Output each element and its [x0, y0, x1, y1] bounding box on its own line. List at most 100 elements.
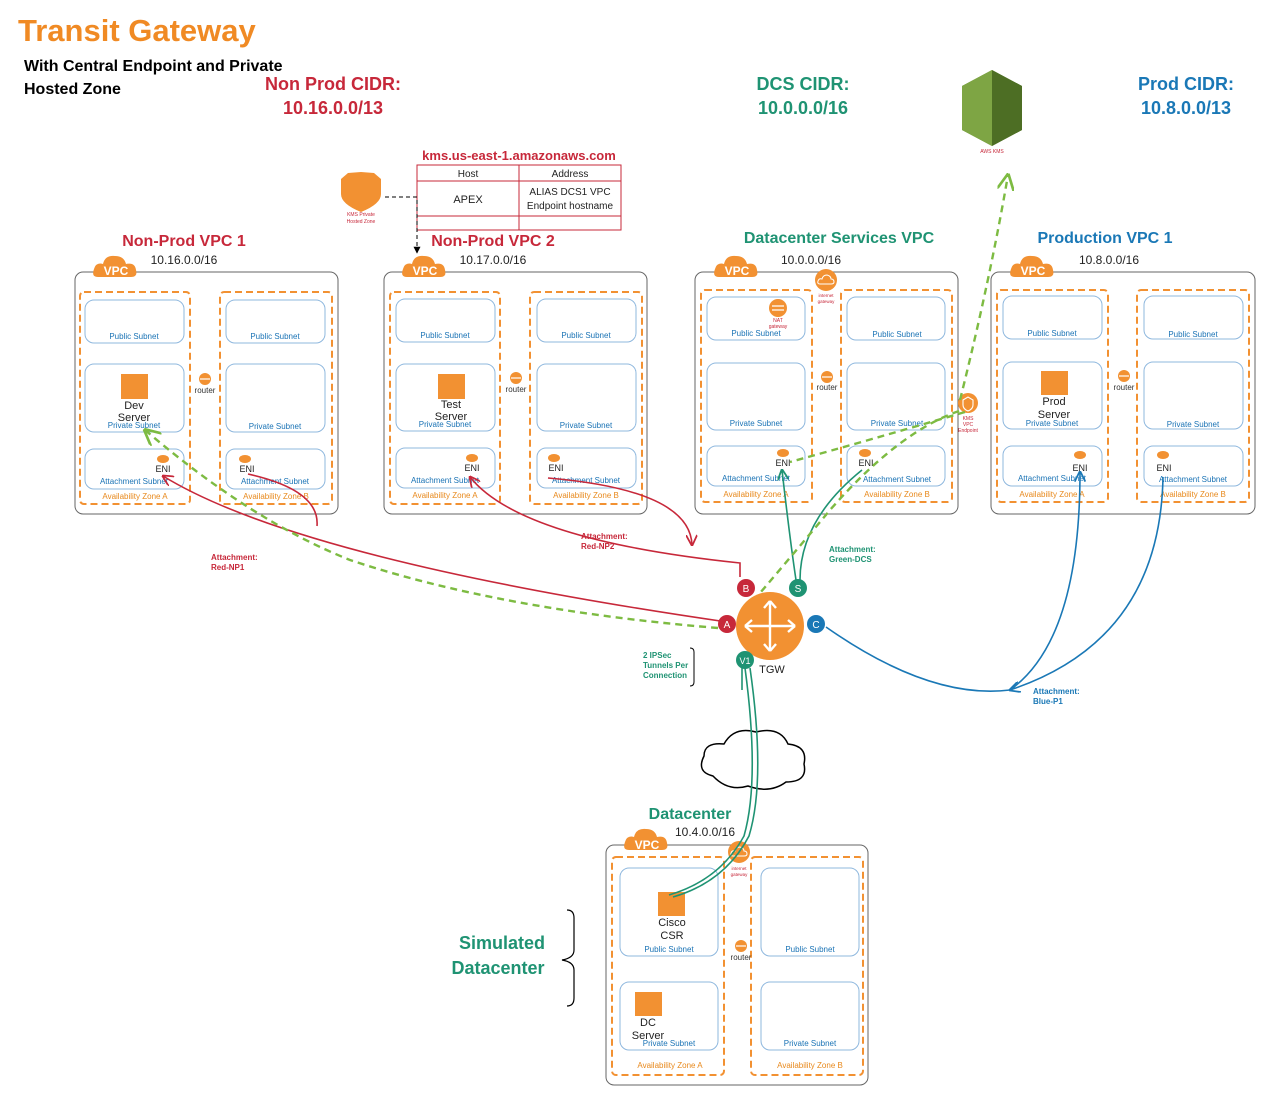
dns-row-address-2: Endpoint hostname: [527, 201, 614, 212]
diagram-title: Transit Gateway: [18, 13, 257, 48]
dcs-cidr-value: 10.0.0.0/16: [758, 98, 848, 118]
eni-label: ENI: [239, 464, 254, 474]
diagram-subtitle-line1: With Central Endpoint and Private: [24, 58, 283, 75]
az-a-label: Availability Zone A: [412, 491, 478, 500]
attachment-np2-label-1: Attachment:: [581, 532, 628, 541]
az-b-label: Availability Zone B: [243, 492, 309, 501]
vpn-note-line3: Connection: [643, 671, 687, 680]
endpoint-eni-dashed-line: [789, 410, 966, 464]
eni-label: ENI: [1156, 463, 1171, 473]
vpc-dc-title: Datacenter: [649, 806, 732, 823]
attachment-subnet-label: Attachment Subnet: [863, 475, 932, 484]
vpc-nonprod-1-cidr: 10.16.0.0/16: [151, 253, 218, 267]
private-subnet-label: Private Subnet: [560, 421, 613, 430]
vpn-note-line1: 2 IPSec: [643, 651, 672, 660]
az-a-label: Availability Zone A: [1019, 490, 1085, 499]
public-subnet-label: Public Subnet: [109, 332, 159, 341]
vpc-dc-cidr: 10.4.0.0/16: [675, 825, 735, 839]
attachment-np2-label-2: Red-NP2: [581, 542, 615, 551]
dns-record-table: Host Address APEX ALIAS DCS1 VPC Endpoin…: [416, 164, 622, 231]
attachment-subnet-label: Attachment Subnet: [1018, 474, 1087, 483]
cisco-csr-icon: [658, 892, 685, 916]
nat-gateway-label-2: gateway: [769, 324, 788, 330]
vpc-prod-title: Production VPC 1: [1037, 230, 1172, 247]
tgw-port-v1: [736, 651, 754, 669]
simulated-datacenter-label-1: Simulated: [459, 933, 545, 953]
eni-icon: [239, 455, 251, 463]
nat-gateway-icon: [769, 299, 787, 317]
az-b-label: Availability Zone B: [864, 490, 930, 499]
dns-col-address: Address: [552, 169, 589, 180]
private-subnet-label: Private Subnet: [784, 1039, 837, 1048]
attachment-red-np1-line: [163, 474, 728, 623]
router-label: router: [1114, 383, 1135, 392]
vpc-nonprod-2-title: Non-Prod VPC 2: [431, 233, 555, 250]
diagram-subtitle-line2: Hosted Zone: [24, 81, 121, 98]
vpc-nonprod-2-cidr: 10.17.0.0/16: [460, 253, 527, 267]
dev-server-icon: [121, 374, 148, 399]
private-subnet-label: Private Subnet: [643, 1039, 696, 1048]
tgw-port-s-label: S: [795, 584, 802, 595]
hosted-zone-label-1: KMS Private: [347, 212, 375, 218]
az-b-label: Availability Zone B: [777, 1061, 843, 1070]
prod-server-label-1: Prod: [1042, 396, 1065, 408]
public-subnet-label: Public Subnet: [250, 332, 300, 341]
vpc-nonprod-2: Non-Prod VPC 2 10.17.0.0/16 VPC Public S…: [383, 233, 648, 515]
router-label: router: [817, 383, 838, 392]
vpc-datacenter-services: Datacenter Services VPC 10.0.0.0/16 VPC …: [694, 230, 978, 515]
dc-server-label-1: DC: [640, 1017, 656, 1029]
eni-icon: [777, 449, 789, 457]
tgw-label: TGW: [759, 664, 785, 676]
hosted-zone-label-2: Hosted Zone: [347, 219, 376, 225]
internet-gateway-label-1: internet: [818, 293, 834, 298]
router-label: router: [506, 385, 527, 394]
eni-icon: [157, 455, 169, 463]
eni-label: ENI: [155, 464, 170, 474]
aws-kms-icon: AWS KMS: [962, 70, 1022, 155]
vpc-dcs-title: Datacenter Services VPC: [744, 230, 935, 247]
public-subnet-label: Public Subnet: [785, 945, 835, 954]
dev-server-label-1: Dev: [124, 400, 144, 412]
eni-icon: [548, 454, 560, 462]
router-label: router: [731, 953, 752, 962]
attachment-subnet-label: Attachment Subnet: [100, 477, 169, 486]
test-server-icon: [438, 374, 465, 399]
attachment-subnet-label: Attachment Subnet: [552, 476, 621, 485]
private-subnet-label: Private Subnet: [1026, 419, 1079, 428]
dns-row-host: APEX: [453, 194, 483, 206]
eni-icon: [1074, 451, 1086, 459]
router-label: router: [195, 386, 216, 395]
vpc-badge-label: VPC: [1021, 264, 1046, 278]
vpc-nonprod-1: Non-Prod VPC 1 10.16.0.0/16 VPC Public S…: [74, 233, 339, 515]
attachment-p1-label-2: Blue-P1: [1033, 697, 1063, 706]
vpc-datacenter: Datacenter 10.4.0.0/16 VPC Public Subnet…: [605, 806, 869, 1086]
private-subnet-label: Private Subnet: [249, 422, 302, 431]
attachment-red-np2-line: [470, 477, 741, 577]
kms-endpoint-label-3: Endpoint: [958, 428, 978, 434]
dev-server-label-2: Server: [118, 412, 151, 424]
public-subnet-label: Public Subnet: [561, 331, 611, 340]
endpoint-flow-dashed-line: [729, 175, 1008, 629]
nat-gateway-label-1: NAT: [773, 318, 783, 324]
attachment-blue-p1-line: [825, 472, 1164, 691]
vpc-badge-label: VPC: [413, 264, 438, 278]
eni-label: ENI: [1072, 463, 1087, 473]
prod-cidr-label: Prod CIDR:: [1138, 74, 1234, 94]
tgw-port-c-label: C: [812, 620, 819, 631]
tgw-port-b-label: B: [743, 584, 750, 595]
test-server-label-1: Test: [441, 399, 461, 411]
tgw-port-v1-label: V1: [739, 656, 750, 666]
cisco-csr-label-2: CSR: [660, 930, 683, 942]
az-a-label: Availability Zone A: [637, 1061, 703, 1070]
attachment-np1-label-1: Attachment:: [211, 553, 258, 562]
az-a-label: Availability Zone A: [723, 490, 789, 499]
vpn-tunnel-line-1: [668, 667, 754, 896]
transit-gateway: TGW A B S C V1: [718, 579, 825, 676]
hosted-zone-association-line: [385, 196, 421, 254]
public-subnet-label: Public Subnet: [644, 945, 694, 954]
eni-label: ENI: [464, 463, 479, 473]
vpn-tunnel-line-2: [672, 667, 759, 898]
internet-gateway-icon: [815, 269, 837, 291]
eni-label: ENI: [775, 458, 790, 468]
simulated-datacenter-label-2: Datacenter: [451, 958, 544, 978]
